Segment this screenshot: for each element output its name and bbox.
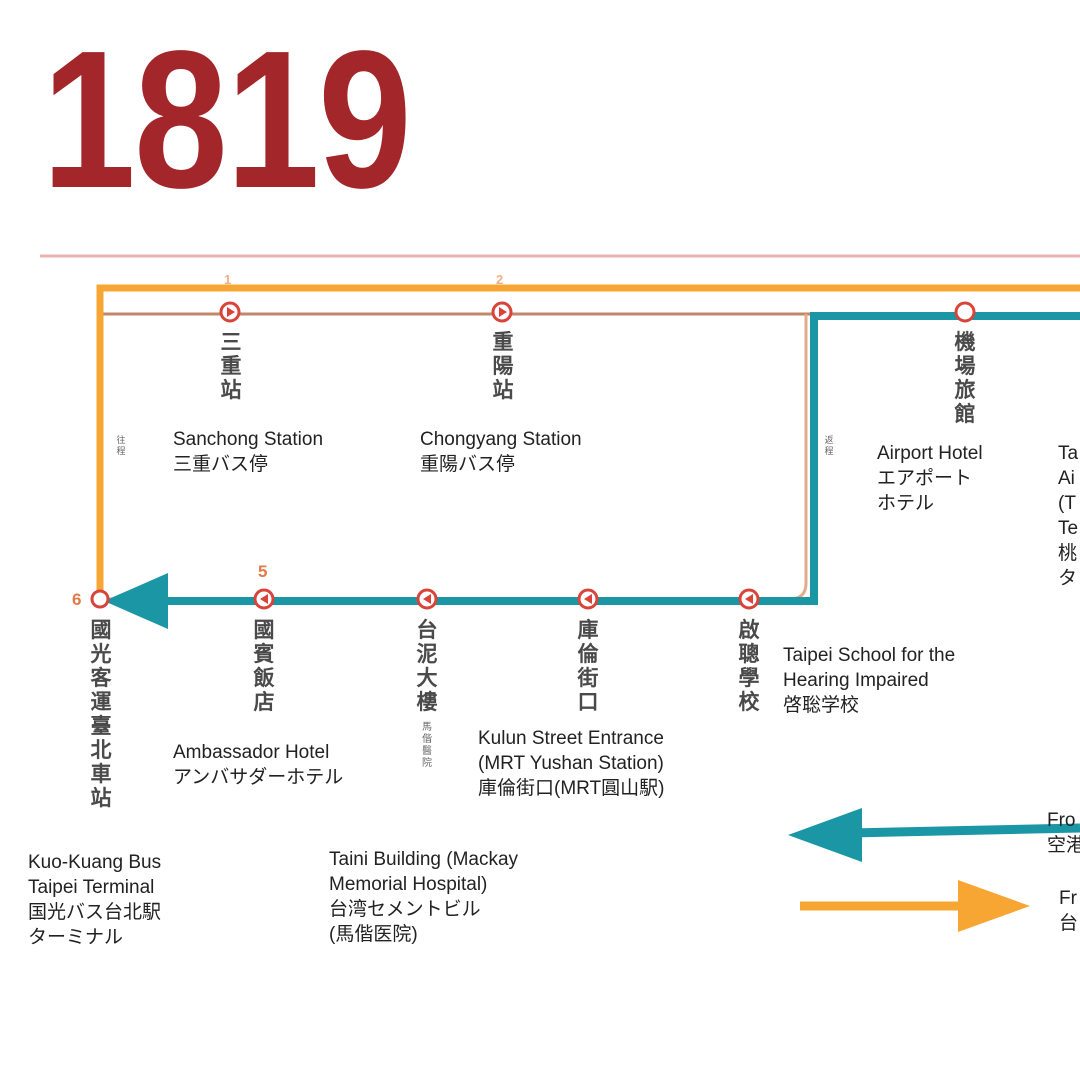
stop-marker-1 (219, 301, 241, 323)
stop-zh-hearing-school: 啟聰學校 (738, 618, 760, 714)
stop-zh-chongyang: 重陽站 (492, 330, 514, 402)
legend-teal-line (849, 823, 1080, 838)
stop-marker-5 (253, 588, 275, 610)
stop-zh-taini: 台泥大樓 (416, 618, 438, 714)
stop-number-6: 6 (72, 590, 82, 609)
legend-teal-arrowhead (788, 808, 862, 862)
stop-zh-terminal: 國光客運臺北車站 (90, 618, 112, 810)
stop-zh-taini-sub: 馬偕醫院 (422, 722, 432, 769)
stop-zh-kulun: 庫倫街口 (577, 618, 599, 714)
direction-mark-outbound: 往程 (116, 436, 126, 457)
teal-route-line (160, 312, 1080, 605)
stop-marker-6 (90, 589, 110, 609)
route-number: 1819 (42, 10, 412, 229)
orange-route-line (96, 284, 1080, 599)
stop-marker-kulun (577, 588, 599, 610)
teal-arrowhead (104, 573, 168, 629)
stop-marker-hearing-school (738, 588, 760, 610)
stop-zh-ambassador: 國賓飯店 (253, 618, 275, 714)
legend-orange-arrowhead (958, 880, 1030, 932)
stop-en-kulun: Kulun Street Entrance(MRT Yushan Station… (478, 728, 665, 799)
direction-mark-return: 返程 (824, 436, 834, 457)
stop-number-1: 1 (224, 272, 232, 287)
stop-marker-2 (491, 301, 513, 323)
stop-number-2: 2 (496, 272, 504, 287)
stop-marker-taini (416, 588, 438, 610)
stop-marker-airport-hotel (954, 301, 976, 323)
stop-zh-sanchong: 三重站 (220, 330, 242, 402)
stop-number-5: 5 (258, 562, 268, 581)
stop-zh-airport-hotel: 機場旅館 (954, 330, 976, 426)
